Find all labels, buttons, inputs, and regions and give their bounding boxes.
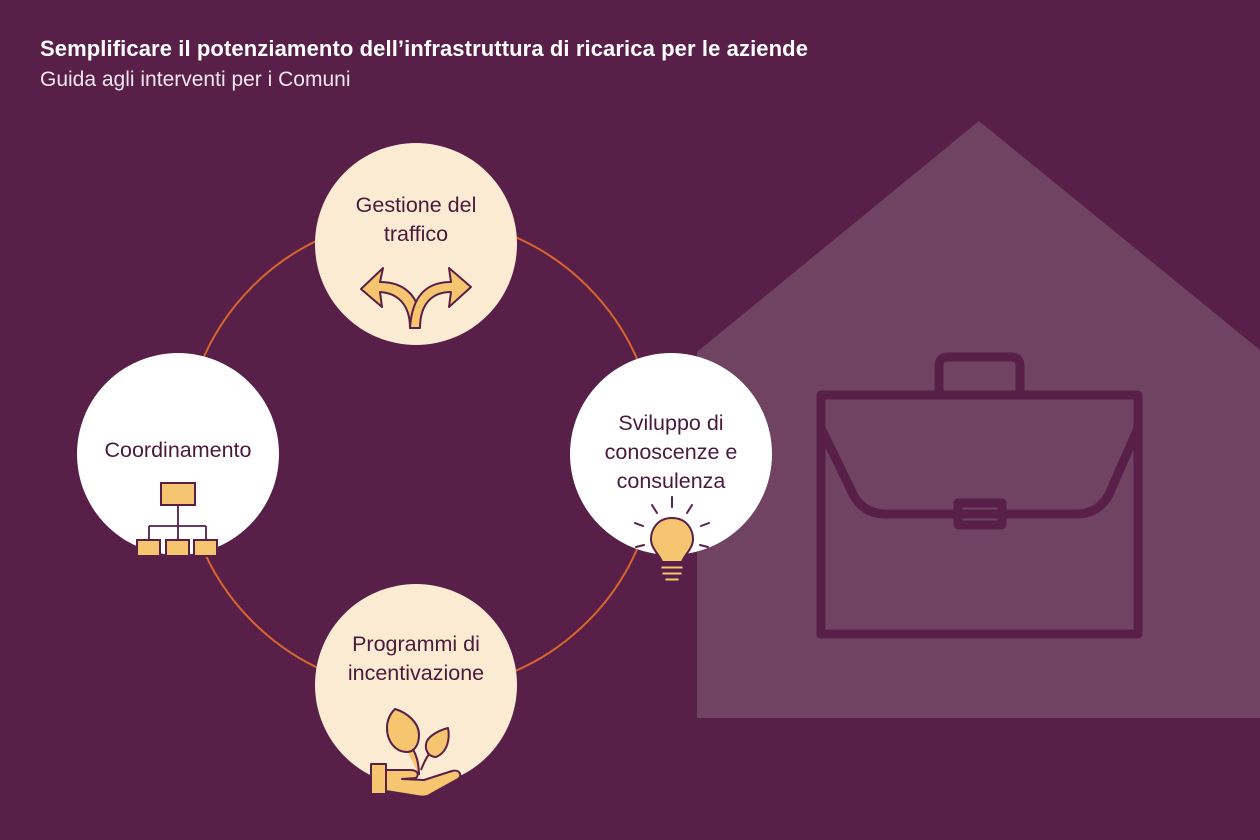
- node-label-line: Sviluppo di: [618, 411, 724, 435]
- node-circle-traffic: [315, 143, 517, 345]
- node-label-line: Gestione del: [355, 193, 477, 217]
- node-circle-incentives: [315, 584, 517, 786]
- node-label-line: traffico: [383, 222, 449, 246]
- node-label-line: conoscenze e: [604, 440, 738, 464]
- node-label-line: Coordinamento: [104, 438, 252, 462]
- org-chart-icon: [136, 482, 218, 557]
- node-label-line: incentivazione: [347, 661, 485, 685]
- briefcase-icon: [816, 352, 1143, 639]
- node-label-line: consulenza: [616, 469, 726, 493]
- diverging-arrows-icon: [360, 267, 472, 329]
- page-title: Semplificare il potenziamento dell’infra…: [40, 36, 809, 61]
- page-subtitle: Guida agli interventi per i Comuni: [40, 68, 351, 91]
- node-label-traffic: Gestione del traffico: [316, 191, 516, 249]
- lightbulb-icon: [634, 496, 710, 582]
- node-circle-coordination: [77, 353, 279, 555]
- node-label-line: Programmi di: [352, 632, 480, 656]
- node-label-incentives: Programmi di incentivazione: [316, 630, 516, 688]
- house-icon: [697, 121, 1260, 718]
- hand-with-plant-icon: [370, 708, 462, 798]
- node-circle-knowledge: [570, 353, 772, 555]
- node-label-coordination: Coordinamento: [78, 436, 278, 465]
- node-label-knowledge: Sviluppo di conoscenze e consulenza: [571, 409, 771, 496]
